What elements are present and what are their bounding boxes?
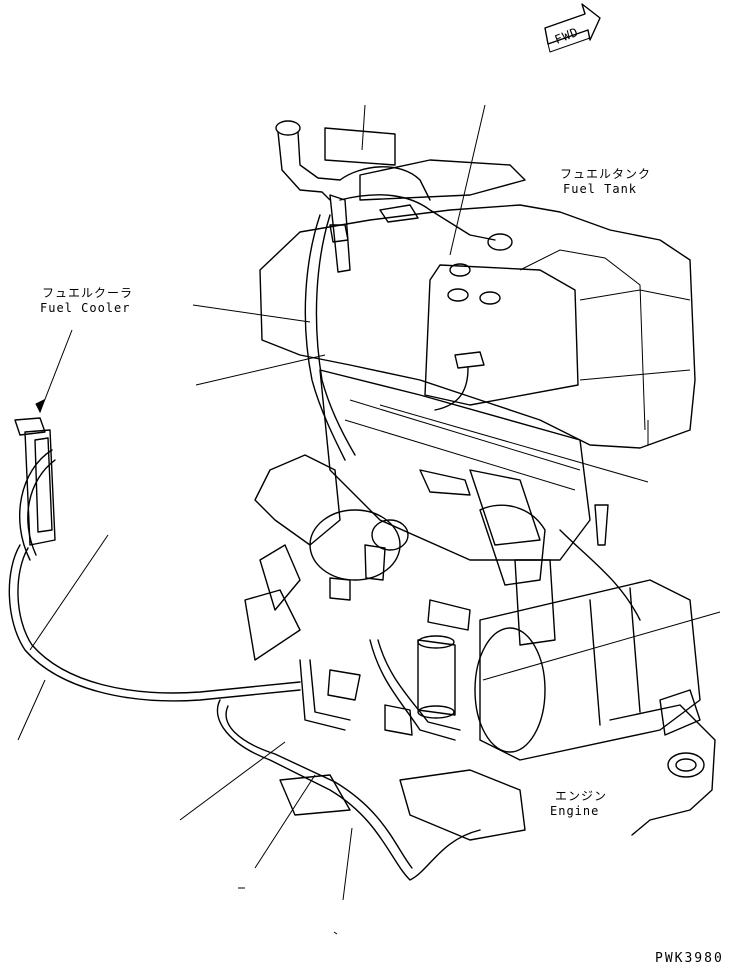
fuel-filler-neck — [275, 120, 513, 273]
fuel-cooler-label-jp: フュエルクーラ — [42, 286, 133, 300]
fuel-cooler-pointer-arrow — [35, 399, 45, 414]
engine-label-en: Engine — [550, 804, 599, 818]
leader-lines — [17, 104, 721, 935]
drawing-code: PWK3980 — [655, 951, 724, 966]
engine-label-jp: エンジン — [555, 789, 607, 803]
fuel-tank-label-en: Fuel Tank — [563, 182, 637, 196]
fuel-cooler-label-en: Fuel Cooler — [40, 301, 130, 315]
fuel-cooler — [8, 417, 301, 702]
fuel-lines — [304, 214, 356, 461]
fuel-tank-label-jp: フュエルタンク — [560, 167, 651, 181]
engine-block — [319, 369, 641, 646]
fwd-label: FWD — [553, 25, 581, 47]
air-cleaner — [474, 579, 701, 761]
engine-base — [279, 704, 716, 841]
return-line — [216, 639, 481, 881]
fwd-direction-marker: FWD — [544, 3, 601, 53]
cooling-fan — [244, 454, 409, 661]
fuel-filter — [417, 599, 471, 719]
fuel-tank — [259, 159, 696, 449]
